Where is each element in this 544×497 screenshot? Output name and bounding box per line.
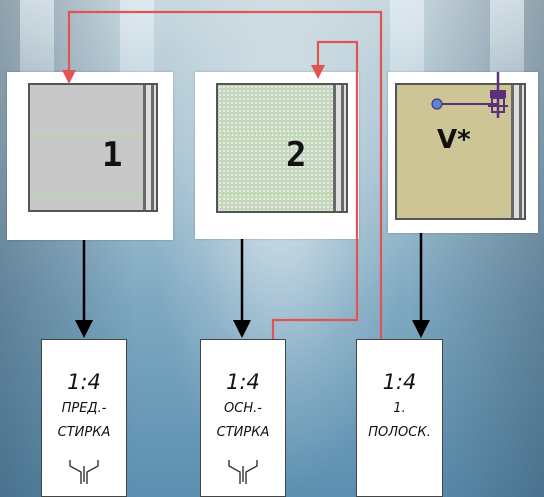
- step-label-line2: СТИРКА: [57, 425, 111, 440]
- red-flow-line-to-compartment-1: [67, 10, 383, 339]
- step-ratio: 1:4: [226, 370, 260, 394]
- red-arrowhead: [311, 65, 325, 79]
- compartment-2-card: 2: [195, 72, 359, 239]
- level-line: [34, 194, 142, 196]
- step-mainwash-box: 1:4 ОСН.- СТИРКА: [200, 339, 286, 497]
- compartment-1-card: 1: [7, 72, 173, 240]
- compartment-1-panel: 1: [28, 83, 158, 212]
- step-label-line2: СТИРКА: [216, 425, 270, 440]
- step-label-line1: ОСН.-: [224, 401, 262, 416]
- level-line: [222, 193, 332, 195]
- softener-label: V*: [437, 125, 471, 155]
- level-line: [34, 133, 142, 135]
- compartment-number: 2: [286, 135, 307, 175]
- step-rinse-box: 1:4 1. ПОЛОСК.: [356, 339, 443, 497]
- panel-rail: [511, 85, 514, 218]
- step-ratio: 1:4: [382, 370, 417, 394]
- black-arrowhead: [75, 320, 93, 338]
- panel-rail: [143, 85, 146, 210]
- compartment-number: 1: [102, 135, 123, 175]
- softener-knob-icon: [431, 72, 508, 118]
- panel-rail: [519, 85, 522, 218]
- panel-rail: [333, 85, 336, 211]
- level-line: [222, 133, 332, 135]
- red-arrowhead: [62, 70, 76, 84]
- compartment-2-panel: 2: [216, 83, 348, 213]
- step-ratio: 1:4: [67, 370, 101, 394]
- funnel-icon: [69, 460, 99, 484]
- funnel-icon: [228, 460, 258, 484]
- step-prewash-box: 1:4 ПРЕД.- СТИРКА: [41, 339, 127, 497]
- black-arrowhead: [412, 320, 430, 338]
- panel-rail: [341, 85, 344, 211]
- step-label-line1: 1.: [393, 401, 406, 416]
- step-label-line1: ПРЕД.-: [61, 401, 107, 416]
- step-label-line2: ПОЛОСК.: [368, 425, 431, 440]
- black-arrowhead: [233, 320, 251, 338]
- panel-rail: [151, 85, 154, 210]
- red-flow-line-to-compartment-2: [271, 40, 359, 339]
